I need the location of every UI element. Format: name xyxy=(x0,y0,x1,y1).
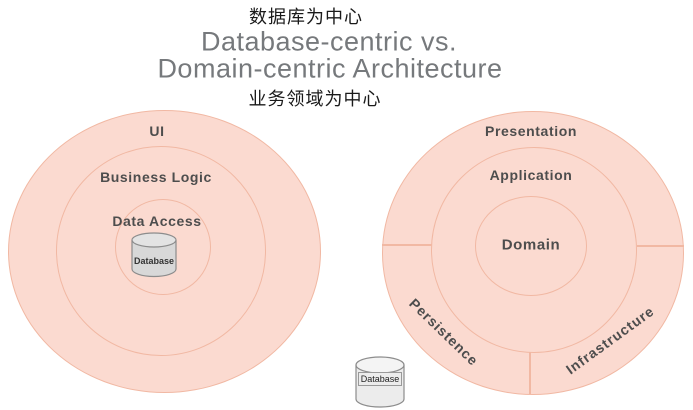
left-middle-ring xyxy=(56,146,266,356)
database-icon xyxy=(131,232,177,278)
ring-label-presentation: Presentation xyxy=(485,123,577,139)
ring-label-data-access: Data Access xyxy=(112,213,202,229)
page-title-line2: Domain-centric Architecture xyxy=(157,53,503,84)
database-icon-label: Database xyxy=(133,256,175,266)
annotation-domain-centric: 业务领域为中心 xyxy=(248,89,382,109)
ring-label-business-logic: Business Logic xyxy=(100,169,212,185)
page-title-line1: Database-centric vs. xyxy=(200,26,458,57)
ring-label-ui: UI xyxy=(149,123,165,139)
right-middle-ring xyxy=(431,147,637,353)
ring-label-application: Application xyxy=(489,167,573,183)
sector-divider-bottom xyxy=(529,352,531,394)
external-database-icon-label: Database xyxy=(357,372,403,386)
left-inner-ring xyxy=(115,199,211,295)
annotation-database-centric: 数据库为中心 xyxy=(249,7,363,27)
sector-divider-right xyxy=(637,245,684,247)
right-inner-ring xyxy=(475,196,587,296)
ring-label-domain: Domain xyxy=(501,236,561,254)
sector-divider-left xyxy=(382,244,432,246)
